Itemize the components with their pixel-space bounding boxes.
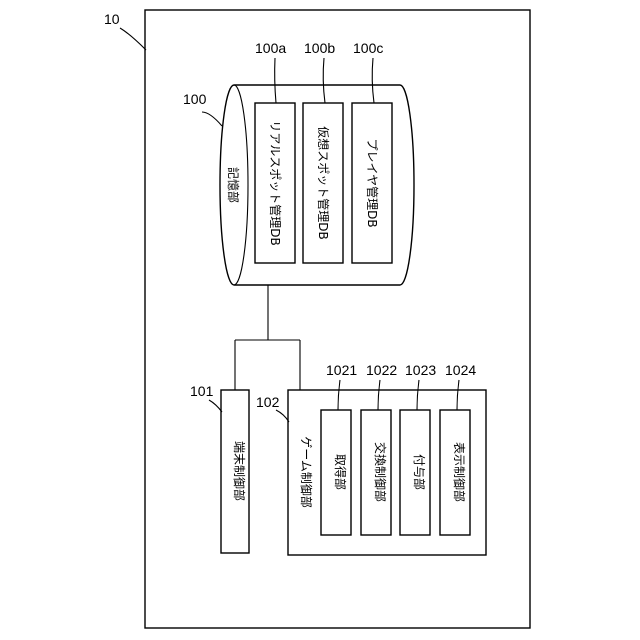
db-label-player: プレイヤ管理DB bbox=[365, 138, 380, 227]
db-ref-real-spot: 100a bbox=[255, 40, 286, 56]
db-label-virtual-spot: 仮想スポット管理DB bbox=[316, 126, 331, 239]
system-ref-label: 10 bbox=[104, 11, 120, 27]
terminal-control-label: 端末制御部 bbox=[232, 441, 247, 501]
db-ref-player: 100c bbox=[353, 40, 383, 56]
game-control-ref: 102 bbox=[256, 394, 280, 410]
game-control-label: ゲーム制御部 bbox=[299, 436, 314, 508]
db-ref-virtual-spot: 100b bbox=[304, 40, 335, 56]
acquisition-unit-ref: 1021 bbox=[326, 362, 357, 378]
display-control-ref: 1024 bbox=[445, 362, 476, 378]
db-label-real-spot: リアルスポット管理DB bbox=[268, 120, 283, 245]
storage-label: 記憶部 bbox=[226, 167, 241, 203]
exchange-control-ref: 1022 bbox=[366, 362, 397, 378]
granting-unit-label: 付与部 bbox=[412, 454, 427, 490]
display-control-label: 表示制御部 bbox=[452, 442, 467, 502]
system-ref-leader bbox=[120, 28, 146, 50]
granting-unit-ref: 1023 bbox=[405, 362, 436, 378]
terminal-control-ref: 101 bbox=[190, 383, 214, 399]
acquisition-unit-label: 取得部 bbox=[333, 454, 348, 490]
exchange-control-label: 交換制御部 bbox=[373, 442, 388, 502]
storage-ref-label: 100 bbox=[183, 91, 207, 107]
